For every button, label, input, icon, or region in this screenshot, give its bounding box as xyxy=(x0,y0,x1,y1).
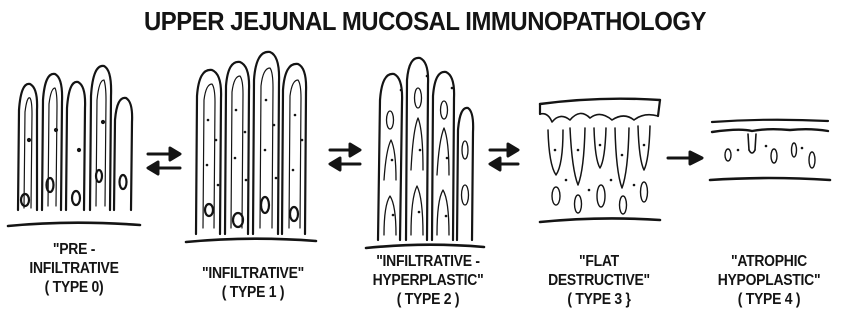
stage-label-line: "ATROPHIC xyxy=(702,252,837,271)
stage-label-line: ( TYPE 1 ) xyxy=(186,283,321,302)
reversible-arrow-icon xyxy=(330,144,360,170)
stage-label-line: ( TYPE 3 } xyxy=(532,290,667,309)
stage-label-type-0: "PRE - INFILTRATIVE ( TYPE 0) xyxy=(11,240,137,297)
stage-label-type-2: "INFILTRATIVE - HYPERPLASTIC" ( TYPE 2 ) xyxy=(356,252,500,309)
reversible-arrow-icon xyxy=(490,144,518,170)
stage-label-line: ( TYPE 4 ) xyxy=(702,290,837,309)
stage-label-line: "INFILTRATIVE" xyxy=(186,264,321,283)
stage-label-line: ( TYPE 0) xyxy=(11,278,137,297)
villi-tall-dense-cells-icon xyxy=(186,52,316,242)
stage-label-line: HYPERPLASTIC" xyxy=(356,271,500,290)
stage-label-line: INFILTRATIVE xyxy=(11,259,137,278)
atrophic-thin-mucosa-icon xyxy=(710,120,830,180)
stage-label-type-4: "ATROPHIC HYPOPLASTIC" ( TYPE 4 ) xyxy=(702,252,837,309)
stage-label-line: DESTRUCTIVE" xyxy=(532,271,667,290)
stage-label-line: ( TYPE 2 ) xyxy=(356,290,500,309)
villi-tall-sparse-cells-icon xyxy=(8,66,140,226)
stage-label-type-1: "INFILTRATIVE" ( TYPE 1 ) xyxy=(186,264,321,302)
stage-label-line: HYPOPLASTIC" xyxy=(702,271,837,290)
forward-arrow-icon xyxy=(668,152,702,164)
flat-mucosa-deep-crypts-icon xyxy=(540,99,660,222)
stage-label-line: "FLAT xyxy=(532,252,667,271)
reversible-arrow-icon xyxy=(148,148,180,174)
villi-hyperplastic-crypts-icon xyxy=(366,58,484,248)
stage-label-line: "INFILTRATIVE - xyxy=(356,252,500,271)
stage-label-type-3: "FLAT DESTRUCTIVE" ( TYPE 3 } xyxy=(532,252,667,309)
stage-label-line: "PRE - xyxy=(11,240,137,259)
